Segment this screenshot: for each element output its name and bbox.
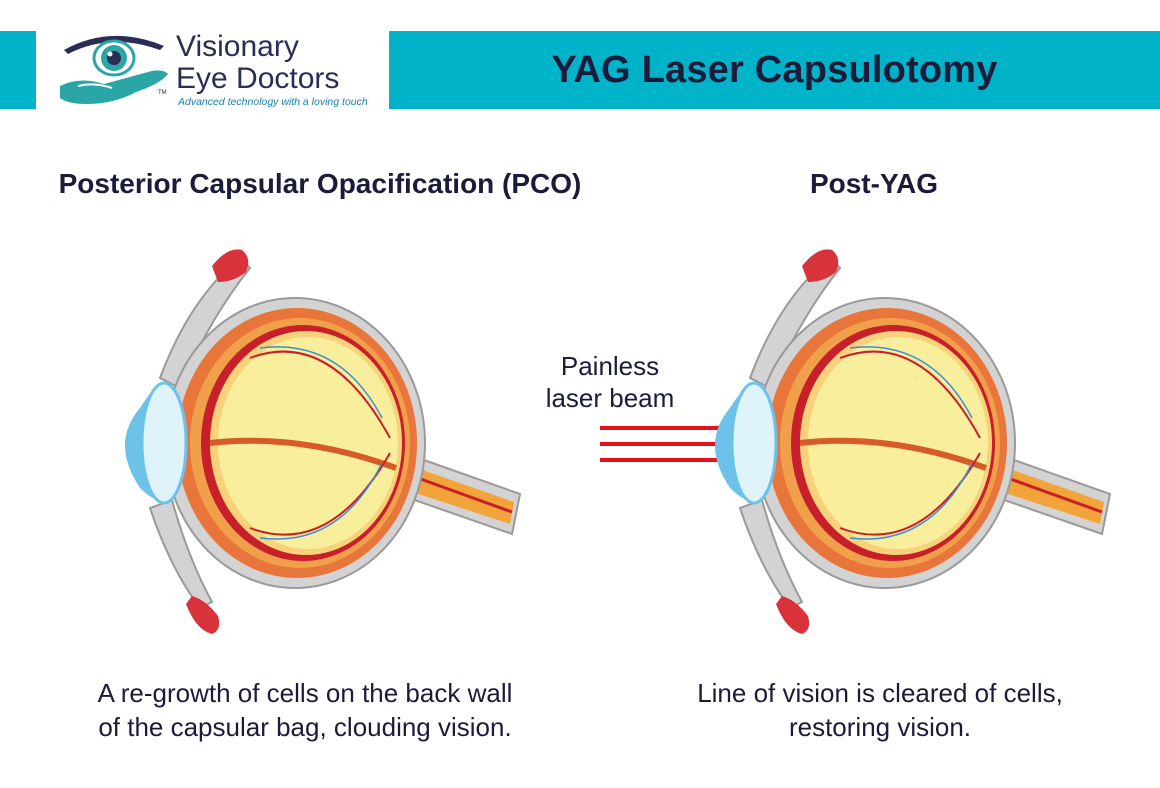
right-caption-line2: restoring vision. xyxy=(788,712,972,742)
page-title: YAG Laser Capsulotomy xyxy=(551,48,998,91)
eye-in-hand-icon xyxy=(60,35,168,104)
eye-illustration xyxy=(715,249,1112,634)
header-bar: YAG Laser Capsulotomy xyxy=(389,31,1160,109)
logo-text-line2: Eye Doctors xyxy=(176,62,340,95)
laser-label-line2: laser beam xyxy=(545,383,675,413)
logo-text-line1: Visionary xyxy=(176,30,299,63)
logo: Visionary Eye Doctors TM Advanced techno… xyxy=(56,28,376,112)
left-caption-line2: of the capsular bag, clouding vision. xyxy=(98,712,512,742)
eye-diagram-post-yag xyxy=(715,249,1112,634)
left-panel-caption: A re-growth of cells on the back wall of… xyxy=(60,676,550,744)
eye-diagram-pco xyxy=(125,249,522,634)
laser-label: Painless laser beam xyxy=(530,350,690,414)
left-caption-line1: A re-growth of cells on the back wall xyxy=(97,678,513,708)
right-caption-line1: Line of vision is cleared of cells, xyxy=(697,678,1063,708)
right-panel-heading: Post-YAG xyxy=(809,168,939,199)
right-panel-caption: Line of vision is cleared of cells, rest… xyxy=(640,676,1120,744)
laser-label-line1: Painless xyxy=(560,351,660,381)
logo-trademark: TM xyxy=(158,90,167,96)
header-accent-bar xyxy=(0,31,36,109)
left-panel-heading: Posterior Capsular Opacification (PCO) xyxy=(58,168,582,199)
eye-illustration xyxy=(125,249,522,634)
logo-tagline: Advanced technology with a loving touch xyxy=(178,96,368,108)
